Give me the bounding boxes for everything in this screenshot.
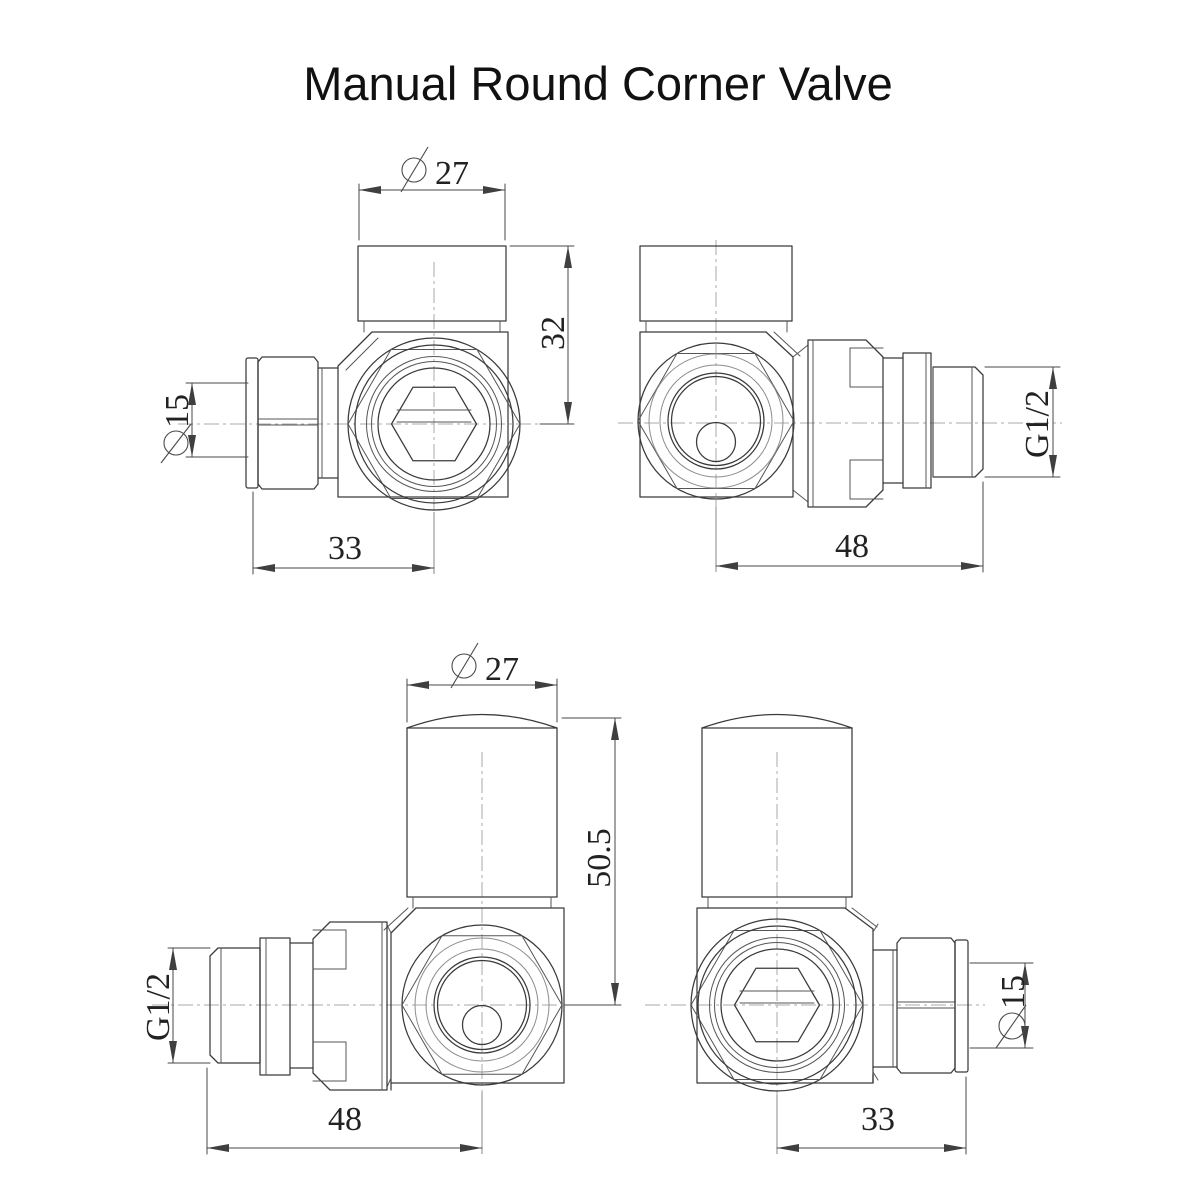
union-fitting-right [807, 339, 984, 508]
fitting-end-cap [954, 939, 969, 1073]
dimension-diameter-15: 15 [159, 382, 249, 464]
dimension-48: 48 [715, 481, 984, 573]
view-bottom-left: 27 50.5 G1/2 48 [140, 642, 622, 1155]
hex-socket [733, 967, 821, 1043]
body-front-circles [401, 924, 563, 1086]
drain-hole [695, 421, 737, 463]
fitting-end-cap [245, 357, 259, 489]
valve-cap [701, 713, 853, 909]
valve-cap [357, 245, 507, 333]
drawing-title: Manual Round Corner Valve [303, 57, 893, 110]
valve-body [337, 331, 509, 498]
dimension-g12: G1/2 [140, 947, 211, 1064]
dim-top-value: 27 [485, 651, 519, 688]
valve-cap [406, 713, 558, 909]
dimension-diameter-27: 27 [406, 642, 558, 723]
union-nut [312, 921, 388, 1091]
dimension-32: 32 [509, 245, 575, 425]
dim-right-value: G1/2 [1019, 390, 1056, 458]
dim-right-value: 50.5 [581, 828, 618, 888]
hex-socket [390, 386, 478, 462]
dim-bottom-value: 48 [835, 528, 869, 565]
compression-fitting-left [245, 356, 339, 490]
dim-top-value: 27 [435, 155, 469, 192]
valve-cap [639, 245, 793, 333]
diameter-symbol [995, 1004, 1027, 1049]
body-front-circles [347, 337, 521, 511]
body-front-circles [637, 342, 795, 500]
valve-body [383, 907, 565, 1091]
view-bottom-right: 15 33 [645, 713, 1034, 1155]
dimension-diameter-15: 15 [969, 962, 1034, 1049]
center-lines [152, 752, 560, 1154]
diameter-symbol [160, 423, 192, 464]
washer-ring [902, 352, 932, 489]
dim-left-value: 15 [159, 394, 196, 428]
union-fitting-left [209, 921, 388, 1091]
washer-ring [259, 937, 291, 1076]
diameter-symbol [400, 146, 429, 193]
male-thread [932, 366, 984, 478]
compression-fitting-right [872, 937, 969, 1074]
dim-bottom-value: 48 [328, 1101, 362, 1138]
dim-bottom-value: 33 [861, 1101, 895, 1138]
view-top-left: 27 32 15 [159, 146, 575, 575]
hex-nut [896, 937, 956, 1074]
hex-nut [257, 356, 319, 490]
dim-right-value: 32 [535, 316, 572, 350]
center-lines [645, 752, 985, 1154]
dim-left-value: G1/2 [140, 973, 177, 1041]
dimension-g12: G1/2 [984, 366, 1061, 478]
center-lines [618, 240, 1062, 572]
dimension-diameter-27: 27 [358, 146, 506, 241]
dimension-33: 33 [776, 1076, 967, 1155]
dim-right-value: 15 [995, 975, 1032, 1009]
body-front-circles [690, 918, 864, 1092]
valve-body [696, 907, 879, 1084]
dimension-33: 33 [252, 491, 435, 575]
diameter-symbol [450, 642, 479, 689]
drain-hole [461, 1004, 503, 1046]
dimension-48: 48 [206, 1067, 483, 1155]
dimension-50-5: 50.5 [561, 717, 622, 1006]
union-nut [807, 339, 884, 508]
dim-bottom-value: 33 [328, 530, 362, 567]
view-top-right: G1/2 48 [618, 240, 1062, 573]
